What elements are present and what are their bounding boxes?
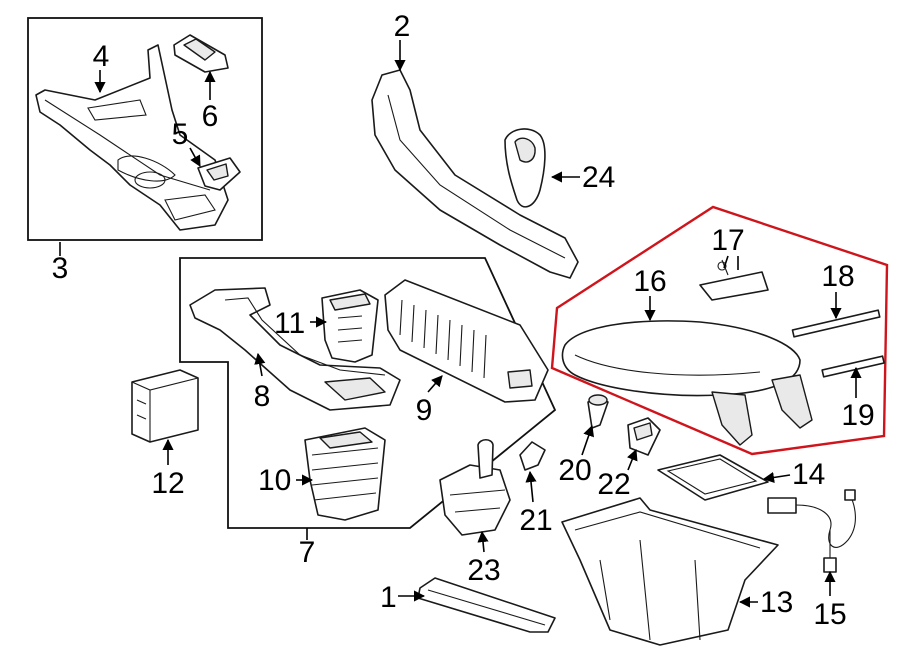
latch-22	[627, 417, 661, 456]
label-23: 23	[467, 554, 500, 587]
shift-knob	[504, 128, 546, 208]
vent-cup	[321, 289, 379, 363]
hinge-bracket	[699, 259, 769, 301]
label-3: 3	[52, 252, 69, 285]
leader-lines	[59, 40, 862, 608]
console-panel	[35, 44, 229, 231]
label-7: 7	[299, 536, 316, 569]
label-10: 10	[258, 464, 291, 497]
shifter-assembly	[439, 438, 511, 536]
label-16: 16	[633, 265, 666, 298]
hinge-pin-lower	[821, 355, 885, 378]
label-15: 15	[813, 598, 846, 631]
armrest-lid	[561, 320, 813, 446]
label-19: 19	[841, 399, 874, 432]
label-5: 5	[172, 118, 189, 151]
label-11: 11	[274, 307, 305, 340]
storage-tray	[384, 279, 549, 403]
clip-20	[587, 394, 609, 429]
label-6: 6	[202, 100, 219, 133]
label-21: 21	[519, 504, 552, 537]
label-9: 9	[416, 394, 433, 427]
label-22: 22	[597, 468, 630, 501]
label-2: 2	[394, 10, 411, 43]
group-box-3	[27, 17, 263, 241]
label-17: 17	[711, 224, 744, 257]
label-18: 18	[821, 260, 854, 293]
clip-21	[519, 441, 546, 471]
part-labels: 4 6 5 3 2 24 11 8 9 10 12 7 16 17 18 19 …	[52, 10, 875, 631]
small-insert	[197, 157, 241, 191]
label-12: 12	[151, 467, 184, 500]
cup-holder-insert	[304, 427, 386, 521]
highlight-outline	[550, 205, 889, 456]
console-frame	[189, 287, 401, 411]
shift-bezel	[173, 34, 229, 73]
label-14: 14	[792, 458, 825, 491]
label-13: 13	[760, 586, 793, 619]
console-box	[561, 497, 779, 646]
label-8: 8	[254, 380, 271, 413]
label-1: 1	[380, 581, 397, 614]
label-24: 24	[582, 161, 615, 194]
control-module	[131, 369, 199, 443]
wire-harness	[767, 489, 856, 573]
tray-mat	[657, 454, 769, 501]
label-4: 4	[93, 40, 110, 73]
trim-strip	[371, 69, 579, 279]
label-20: 20	[558, 454, 591, 487]
group-box-7	[179, 257, 557, 529]
hinge-pin-upper	[791, 309, 881, 338]
